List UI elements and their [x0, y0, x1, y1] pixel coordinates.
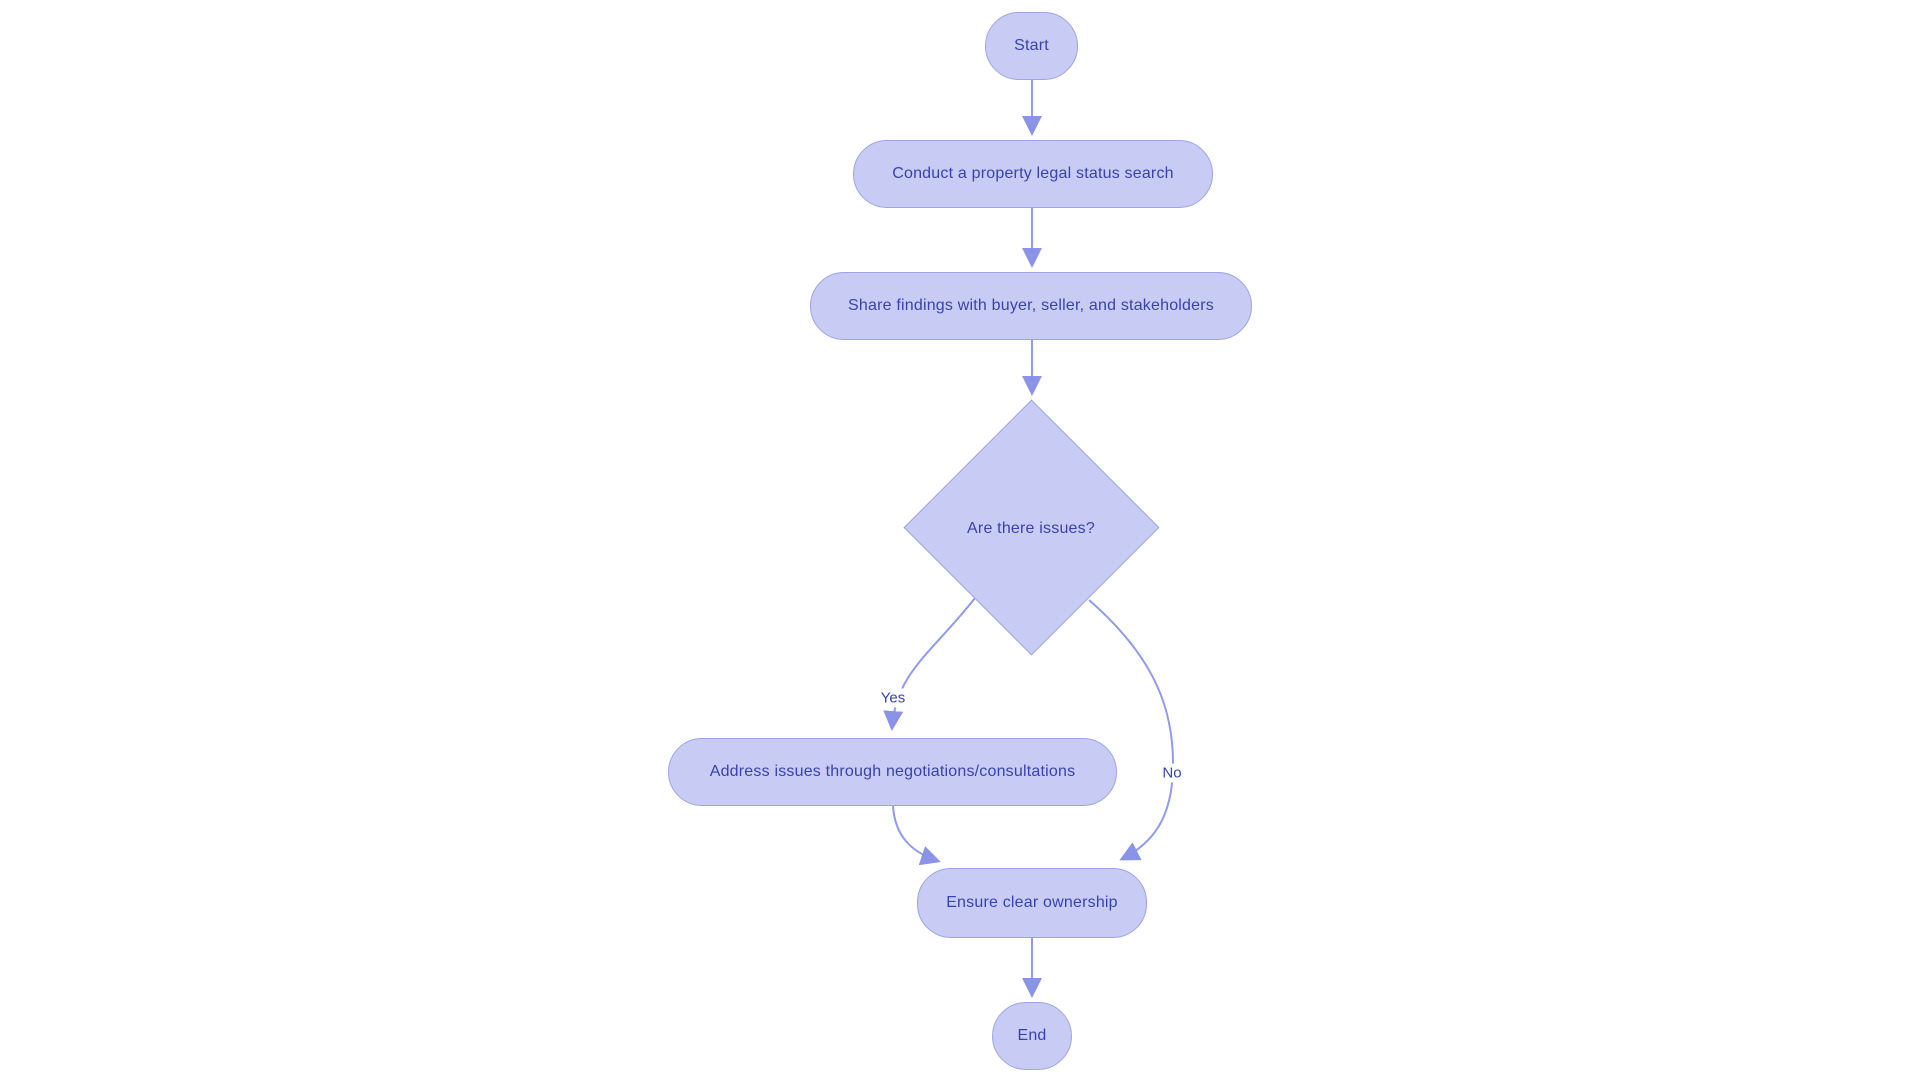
node-address-issues: Address issues through negotiations/cons…: [668, 738, 1117, 806]
node-conduct-search-label: Conduct a property legal status search: [892, 165, 1174, 182]
node-address-issues-label: Address issues through negotiations/cons…: [709, 763, 1076, 780]
node-start: Start: [985, 12, 1078, 80]
node-decision-label: Are there issues?: [967, 520, 1095, 537]
node-share-findings-label: Share findings with buyer, seller, and s…: [848, 297, 1214, 314]
edge-label-no: No: [1158, 763, 1186, 783]
node-share-findings: Share findings with buyer, seller, and s…: [810, 272, 1252, 340]
node-ensure-ownership-label: Ensure clear ownership: [946, 894, 1118, 911]
node-end-label: End: [1017, 1027, 1047, 1044]
edge-label-yes: Yes: [876, 688, 910, 708]
node-end: End: [992, 1002, 1072, 1070]
edge-decision-to-address-yes: [883, 597, 976, 731]
node-start-label: Start: [1014, 37, 1049, 54]
edge-address-to-ensure: [892, 805, 941, 866]
node-conduct-search: Conduct a property legal status search: [853, 140, 1213, 208]
edge-decision-to-ensure-no: [1088, 599, 1175, 861]
node-ensure-ownership: Ensure clear ownership: [917, 868, 1147, 938]
